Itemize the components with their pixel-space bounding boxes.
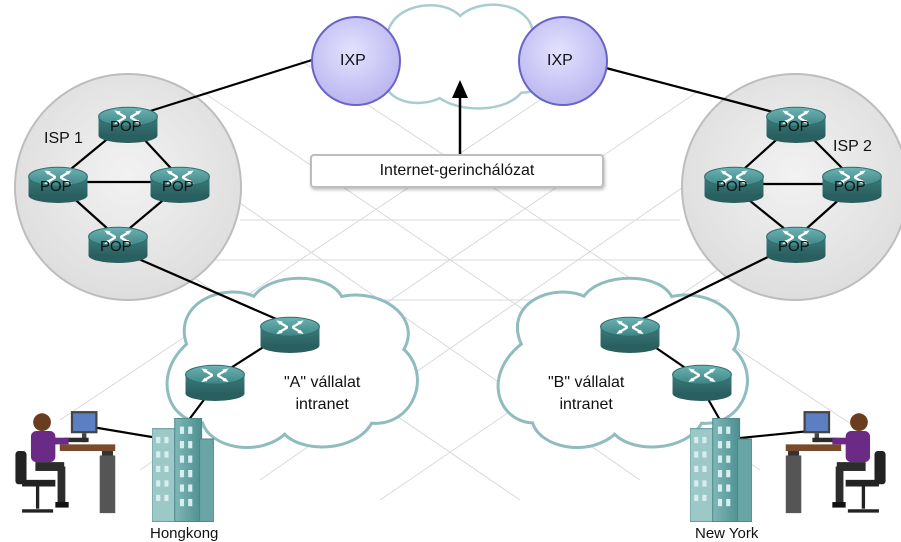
isp1-region <box>14 73 242 301</box>
intranet-b-router-1 <box>599 316 661 354</box>
isp2-pop-top-label: POP <box>778 118 810 135</box>
isp2-pop-right-label: POP <box>834 178 866 195</box>
ixp-right-node <box>518 16 608 106</box>
backbone-callout: Internet-gerinchálózat <box>310 154 604 188</box>
intranet-b-label-line1: "B" vállalat <box>548 374 625 391</box>
intranet-b-label-line2: intranet <box>559 396 613 413</box>
isp1-label: ISP 1 <box>44 130 83 147</box>
isp2-pop-bottom-label: POP <box>778 238 810 255</box>
intranet-a-label-line1: "A" vállalat <box>284 374 361 391</box>
isp1-pop-left-label: POP <box>40 178 72 195</box>
ixp-right-label: IXP <box>547 52 573 69</box>
intranet-a-router-2 <box>184 364 246 402</box>
workstation-user-left-icon <box>13 409 118 515</box>
isp1-pop-top-label: POP <box>110 118 142 135</box>
ixp-left-label: IXP <box>340 52 366 69</box>
ixp-left-node <box>311 16 401 106</box>
isp1-pop-bottom-label: POP <box>100 238 132 255</box>
isp2-pop-left-label: POP <box>716 178 748 195</box>
intranet-a-router-1 <box>259 316 321 354</box>
backbone-arrow <box>452 80 468 154</box>
building-right-icon <box>690 418 752 522</box>
intranet-b-router-2 <box>671 364 733 402</box>
backbone-label: Internet-gerinchálózat <box>379 162 535 179</box>
isp2-label: ISP 2 <box>833 138 872 155</box>
workstation-user-right-icon <box>783 409 888 515</box>
intranet-a-label-line2: intranet <box>295 396 349 413</box>
city-right-label: New York <box>695 525 759 542</box>
intranet-b-label: "B" vállalat intranet <box>548 372 624 416</box>
isp1-pop-right-label: POP <box>162 178 194 195</box>
isp2-region <box>681 73 901 301</box>
building-left-icon <box>152 418 214 522</box>
city-left-label: Hongkong <box>150 525 219 542</box>
intranet-a-label: "A" vállalat intranet <box>284 372 360 416</box>
